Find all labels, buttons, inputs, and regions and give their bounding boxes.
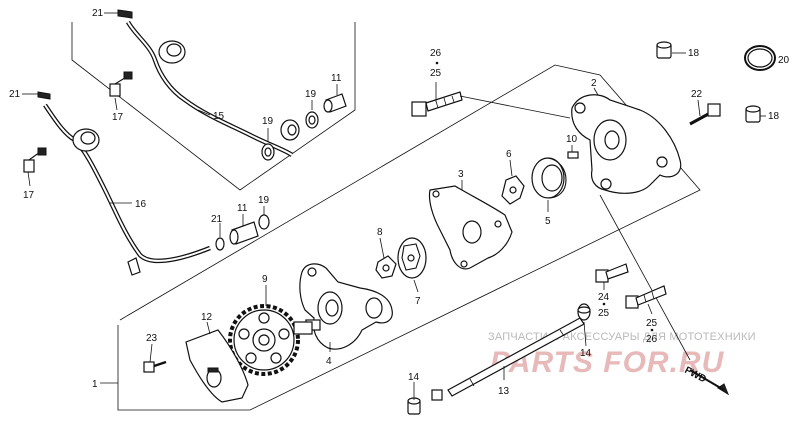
- callout-14-right: 14: [580, 348, 592, 359]
- callout-17-lower: 17: [23, 190, 35, 201]
- callout-21-pipe: 21: [211, 214, 223, 225]
- callout-10: 10: [566, 134, 578, 145]
- callout-2: 2: [591, 78, 597, 89]
- shaft-frame: [599, 194, 691, 361]
- oil-pipe-15-inner: [127, 21, 293, 156]
- watermark-caption: ЗАПЧАСТИ И АКСЕССУАРЫ ДЛЯ МОТОТЕХНИКИ: [488, 331, 756, 343]
- callout-17-upper: 17: [112, 112, 124, 123]
- bolt-17-upper: [109, 71, 133, 97]
- callout-dot-right: [650, 328, 654, 332]
- washer-19-b: [305, 111, 319, 129]
- callout-26-top: 26: [430, 48, 442, 59]
- separator-plate-3-hole: [462, 220, 482, 244]
- bolt-25-26-top: [411, 91, 463, 117]
- callout-22: 22: [691, 89, 703, 100]
- oil-pipe-16: [43, 103, 211, 264]
- separator-plate-3-pin-a: [432, 190, 440, 198]
- bolt-21-top: [117, 9, 133, 19]
- callout-5: 5: [545, 216, 551, 227]
- collar-18-right: [745, 105, 761, 123]
- callout-15: 15: [213, 111, 225, 122]
- callout-16: 16: [135, 199, 147, 210]
- pipe-group-frame: [71, 22, 356, 191]
- collar-19-c: [280, 119, 300, 141]
- callout-12: 12: [201, 312, 213, 323]
- callout-19-b: 19: [305, 89, 317, 100]
- separator-plate-3-pin-c: [460, 260, 468, 268]
- screw-23: [143, 360, 167, 373]
- bolt-22: [689, 103, 721, 126]
- callout-24: 24: [598, 292, 610, 303]
- outer-rotor-7: [397, 237, 427, 279]
- pump-assembly-frame: [117, 64, 701, 411]
- callout-6: 6: [506, 149, 512, 160]
- outer-rotor-5: [531, 157, 567, 199]
- callout-13: 13: [498, 386, 510, 397]
- pipe-clamp-bracket: [127, 257, 141, 276]
- cover-plate-12: [185, 329, 249, 403]
- callout-7: 7: [415, 296, 421, 307]
- bolt-25-26-right: [625, 285, 667, 309]
- callout-19-a: 19: [262, 116, 274, 127]
- callout-dot-top: [435, 61, 439, 65]
- sleeve-14-left: [407, 397, 421, 415]
- callout-21-left: 21: [9, 89, 21, 100]
- callout-4: 4: [326, 356, 332, 367]
- callout-25-mid: 25: [598, 308, 610, 319]
- cover-plate-12-pin: [207, 367, 219, 373]
- oil-pipe-15: [126, 20, 294, 157]
- callout-3: 3: [458, 169, 464, 180]
- callout-18-top: 18: [688, 48, 700, 59]
- forward-direction-arrow: [689, 369, 730, 396]
- callout-11-pipe: 11: [237, 203, 248, 214]
- pump-cover-2-bolt-hole-c: [600, 178, 612, 190]
- callout-26-right: 26: [646, 334, 658, 345]
- washer-19-a: [261, 143, 275, 161]
- leader-bolt-top: [459, 95, 571, 119]
- callout-labels: 21 21 21 17 17 15 16 19 19 19 11 11 26 2…: [9, 8, 790, 397]
- pump-body-4-mount-hole: [307, 267, 317, 277]
- bolt-17-lower: [23, 147, 47, 173]
- callout-23: 23: [146, 333, 158, 344]
- callout-19-c: 19: [258, 195, 270, 206]
- washer-19-d: [258, 214, 270, 230]
- callout-8: 8: [377, 227, 383, 238]
- callout-25-top: 25: [430, 68, 442, 79]
- callout-leaders: [22, 12, 766, 400]
- pump-cover-2-bolt-hole-b: [656, 156, 668, 168]
- inner-rotor-6: [501, 175, 525, 205]
- pump-body-4: [299, 263, 393, 350]
- callout-20: 20: [778, 55, 790, 66]
- callout-9: 9: [262, 274, 268, 285]
- callout-11-top: 11: [331, 73, 342, 84]
- pump-body-4-bore-inner: [325, 299, 339, 317]
- callout-21-top: 21: [92, 8, 104, 19]
- washer-21-c: [215, 237, 225, 251]
- separator-plate-3-pin-b: [494, 220, 502, 228]
- dowel-pin-10: [567, 151, 579, 159]
- callout-14-left: 14: [408, 372, 420, 383]
- fitting-11-b: [229, 221, 259, 245]
- pump-cover-2-hole: [604, 130, 620, 150]
- callout-25-right: 25: [646, 318, 658, 329]
- callout-dot-mid: [602, 302, 606, 306]
- o-ring-20-inner: [747, 48, 773, 68]
- callout-18-right: 18: [768, 111, 780, 122]
- banjo-fitting-16: [72, 128, 100, 152]
- banjo-fitting-15: [158, 40, 186, 64]
- oil-pipe-16-inner: [44, 104, 211, 262]
- bolt-21-left: [37, 91, 51, 100]
- sleeve-14-right: [577, 303, 591, 321]
- driven-gear-9: [228, 304, 313, 376]
- collar-18-top: [656, 41, 672, 59]
- bolt-24-25: [595, 263, 629, 283]
- collar-11-a: [323, 93, 347, 113]
- pump-body-4-outlet: [365, 297, 383, 319]
- inner-rotor-8: [375, 255, 397, 279]
- pump-cover-2-bolt-hole-a: [574, 102, 586, 114]
- callout-1: 1: [92, 379, 98, 390]
- collar-14-mid: [431, 389, 443, 401]
